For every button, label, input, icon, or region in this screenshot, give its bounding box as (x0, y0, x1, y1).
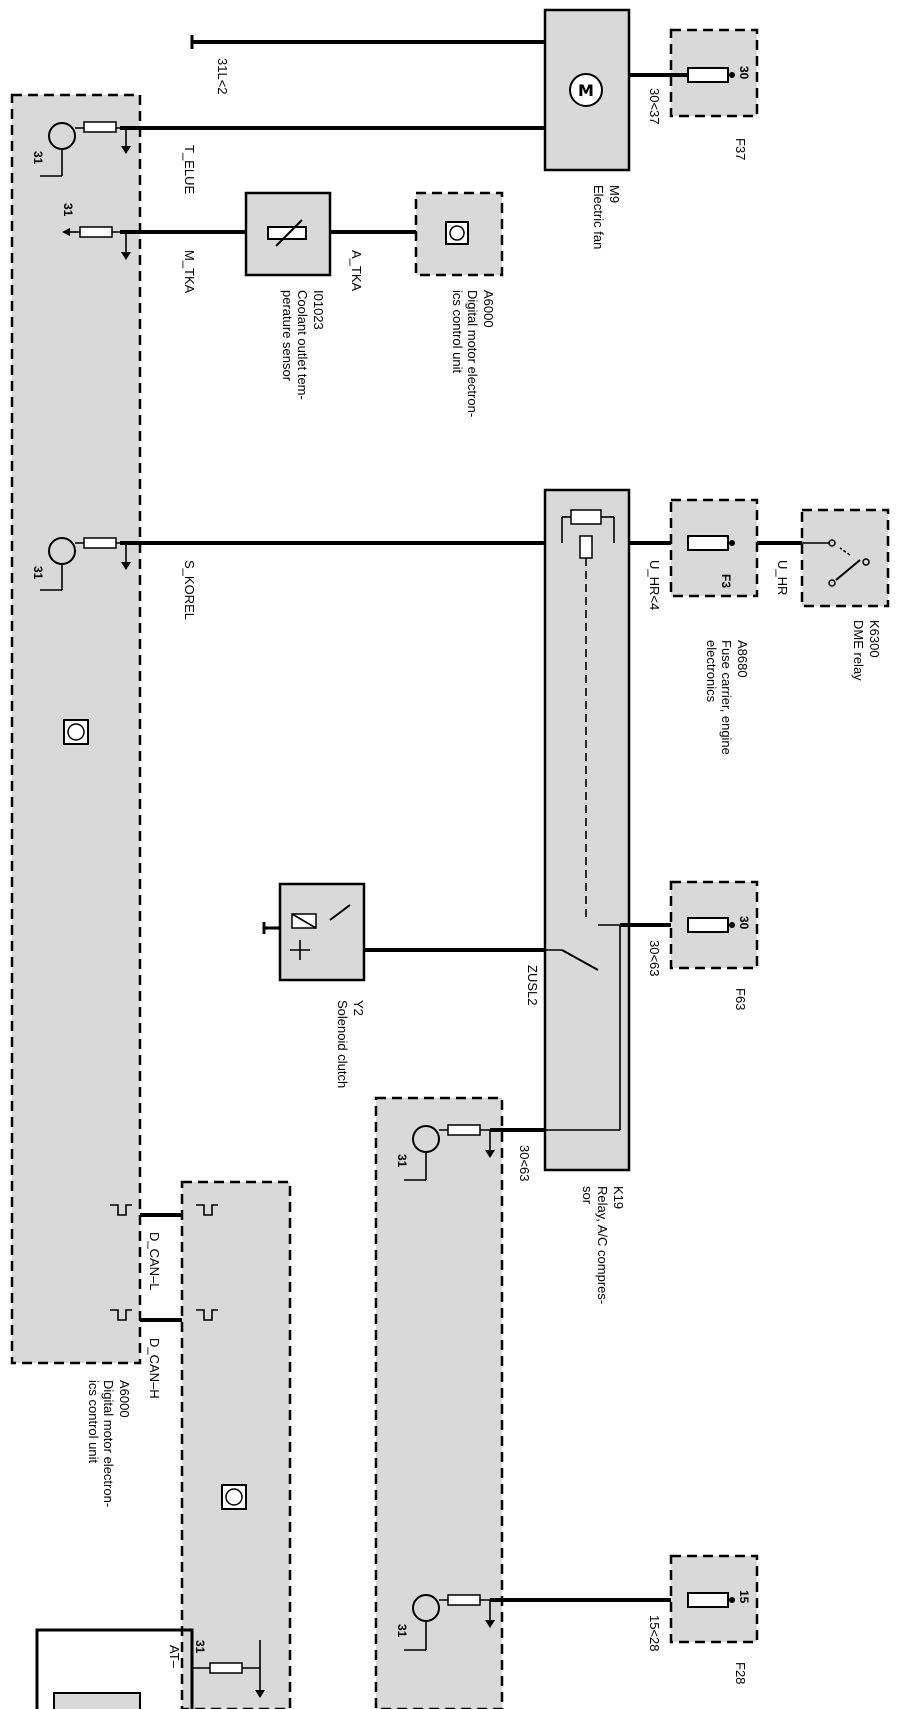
wire-label-t-elue: T_ELUE (182, 145, 197, 194)
a6000-main-name2: ics control unit (86, 1380, 101, 1463)
wire-label-a-tka: A_TKA (349, 250, 364, 292)
fuse-f28-code: F28 (733, 1662, 748, 1684)
wire-label-30-63: 30<63 (647, 940, 662, 977)
wire-label-u-hr4: U_HR<4 (647, 560, 662, 610)
fuse-f28-pin: 15 (737, 1590, 751, 1604)
svg-text:31: 31 (395, 1154, 409, 1168)
wire-label-30-63-b: 30<63 (517, 1145, 532, 1182)
fan-motor-icon: M (569, 73, 603, 107)
can-signal-icons (110, 1204, 218, 1321)
secondary-control-unit-icon (221, 1484, 247, 1510)
electric-fan-code: M9 (607, 185, 622, 203)
ac-relay-box (543, 488, 631, 1172)
fuse-carrier-fuse: F3 (719, 574, 733, 588)
ac-relay-name2: sor (580, 1186, 595, 1205)
dme-relay-name: DME relay (851, 620, 866, 681)
wire-label-d-can-h: D_CAN–H (147, 1338, 162, 1399)
fuse-f28-box (669, 1554, 759, 1644)
fuse-f37-code: F37 (733, 138, 748, 160)
a6000-top-name2: ics control unit (450, 290, 465, 373)
at-connector-box (35, 1628, 194, 1709)
wire-label-d-can-l: D_CAN–L (147, 1232, 162, 1291)
wire-label-at: AT– (167, 1645, 182, 1669)
coolant-sensor-name2: perature sensor (280, 290, 295, 382)
svg-text:31: 31 (31, 566, 45, 580)
dme-relay-code: K6300 (867, 620, 882, 658)
output-stage-t-elue: 31 (31, 121, 131, 177)
a6000-main-icon (63, 719, 89, 745)
wire-label-zusl2: ZUSL2 (525, 965, 540, 1005)
wire-label-15-28: 15<28 (647, 1615, 662, 1652)
wire-label-30-37: 30<37 (647, 88, 662, 125)
wire-label-m-tka: M_TKA (182, 250, 197, 294)
wire-label-31l2: 31L<2 (215, 58, 230, 95)
solenoid-clutch-code: Y2 (351, 1000, 366, 1016)
a6000-top-code: A6000 (481, 290, 496, 328)
fuse-f37-pin: 30 (737, 66, 751, 80)
svg-text:31: 31 (61, 203, 75, 217)
wire-label-u-hr: U_HR (775, 560, 790, 595)
output-stage-lower-2: 31 (395, 1594, 495, 1651)
output-stage-m-tka: 31 (61, 203, 131, 260)
control-unit-icon (445, 221, 469, 245)
fuse-f63-pin: 30 (737, 916, 751, 930)
electric-fan-name: Electric fan (591, 185, 606, 249)
a6000-main-code: A6000 (117, 1380, 132, 1418)
wire-label-s-korel: S_KOREL (182, 560, 197, 620)
fuse-f63-code: F63 (733, 988, 748, 1010)
output-stage-s-korel: 31 (31, 537, 131, 591)
solenoid-clutch-name: Solenoid clutch (335, 1000, 350, 1088)
a6000-top-name: Digital motor electron- (465, 290, 480, 417)
dme-relay-box (800, 508, 890, 608)
at-inner-box (53, 1692, 141, 1709)
secondary-control-unit-box (180, 1180, 292, 1709)
coolant-sensor-code: I01023 (311, 290, 326, 330)
fuse-carrier-code: A8680 (735, 640, 750, 678)
svg-text:M: M (578, 81, 594, 100)
fuse-carrier-name2: electronics (704, 640, 719, 703)
ac-relay-code: K19 (611, 1186, 626, 1209)
lower-control-unit-box (374, 1096, 504, 1709)
coolant-sensor-name: Coolant outlet tem- (295, 290, 310, 400)
output-stage-at: 31 (192, 1640, 265, 1698)
solenoid-clutch-box (278, 882, 366, 982)
svg-text:31: 31 (395, 1624, 409, 1638)
fuse-f37-element (687, 67, 729, 83)
ac-relay-name: Relay, A/C compres- (595, 1186, 610, 1304)
svg-text:31: 31 (193, 1640, 207, 1654)
a6000-main-name: Digital motor electron- (101, 1380, 116, 1507)
output-stage-lower-1: 31 (395, 1124, 495, 1181)
ground-pin-label: 31 (31, 151, 45, 165)
fuse-carrier-name: Fuse carrier, engine (719, 640, 734, 755)
